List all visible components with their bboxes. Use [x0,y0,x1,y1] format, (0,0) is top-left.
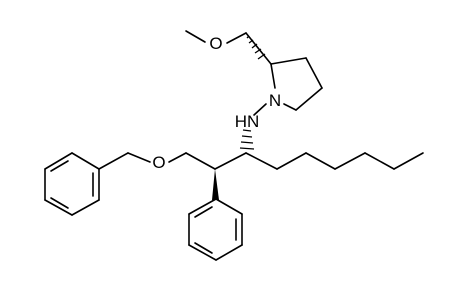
hashed-wedge-bond-c-nh [239,129,255,150]
atom-label-nitrogen-ring: N [269,91,281,110]
methoxymethyl-group [185,30,272,65]
ph-double-3 [194,206,213,218]
pyrrolidine-ring [270,57,323,111]
phenyl-ring-lower [188,198,243,261]
ph-bond-3 [215,244,243,261]
chain-bond-6 [393,152,424,170]
phenyl-ring-left [44,152,100,216]
ch2-bond [185,152,216,170]
benzyloxymethyl-group [98,152,216,170]
atom-label-oxygen-methoxy: O [209,34,222,53]
backbone-bond [214,152,247,170]
ring-bond-c4-c5 [295,87,323,111]
ph-bond-4 [188,244,217,261]
ch2-o-bond [168,152,187,163]
o-ch2-bond [226,32,247,44]
bz-bond-2 [71,199,100,216]
o-benzyl-bond [127,152,151,163]
atom-label-oxygen-benzyl: O [152,153,165,172]
chain-bond-1 [245,152,278,170]
ring-bond-c2-n [270,63,276,89]
ch2-ring-bond [245,32,272,65]
bz-double-2 [50,197,69,209]
ring-bond-c5-n [283,103,297,111]
solid-wedge-bond-phenyl [212,169,219,200]
atom-label-amine-nh: HN [235,112,260,131]
chain-bond-3 [305,152,336,170]
bz-double-3 [50,160,69,172]
chain-bond-2 [276,152,307,170]
heptyl-chain [245,152,424,170]
bz-bond-6 [71,152,100,170]
bz-bond-3 [44,199,73,216]
chain-bond-4 [334,152,366,170]
ph-bond-1 [215,198,243,215]
ring-bond-c2-c3 [270,57,307,65]
benzyl-ring-bond [98,152,129,170]
ph-bond-6 [188,198,217,215]
n-n-bond [253,103,267,116]
bz-bond-5 [44,152,73,170]
hashed-wedge-bond-c2 [246,35,266,60]
ph-double-2 [194,242,213,254]
methyl-bond [185,30,206,43]
chain-bond-5 [364,152,395,170]
ring-bond-c3-c4 [305,57,323,89]
